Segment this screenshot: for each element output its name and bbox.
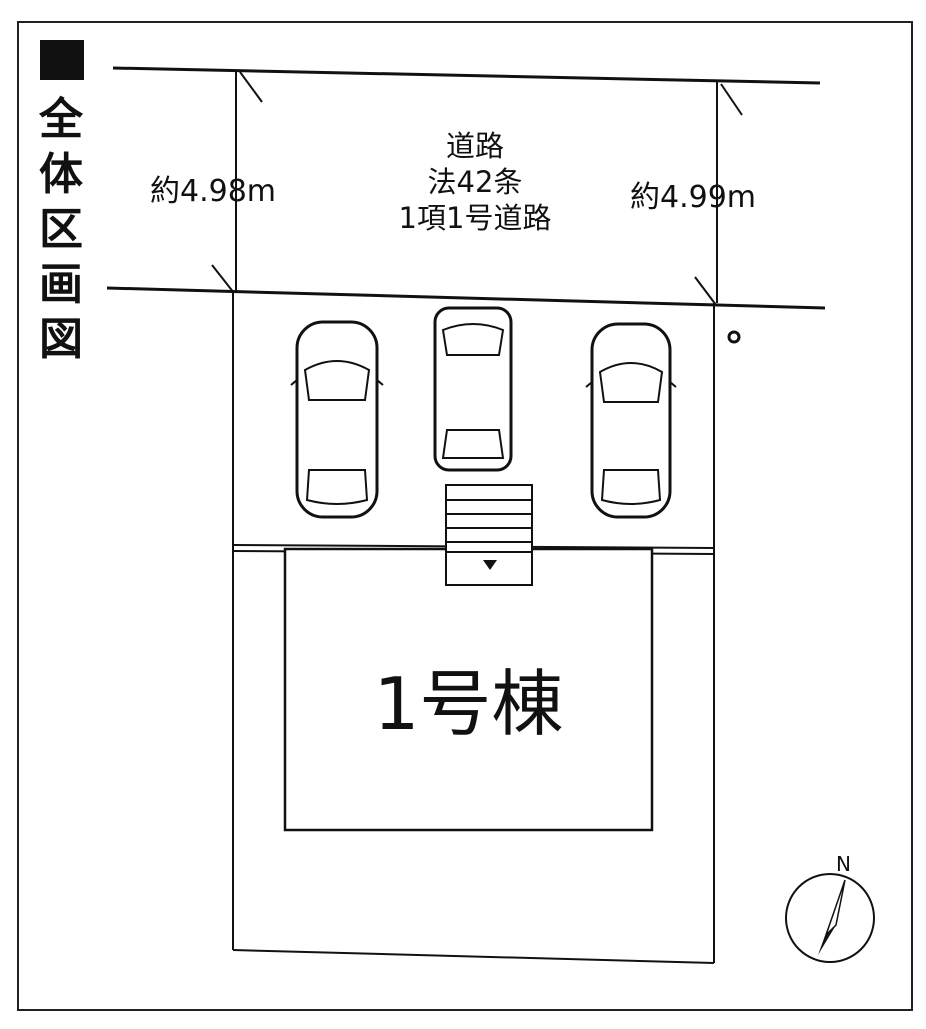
north-compass-icon	[785, 873, 875, 963]
dimension-line-right	[694, 82, 743, 306]
road-boundary-near	[106, 286, 826, 310]
road-label: 道路 法42条 1項1号道路	[360, 128, 590, 236]
car-icon-left	[290, 320, 384, 519]
dimension-right-label: 約4.99m	[630, 180, 757, 215]
road-label-line2: 法42条	[427, 165, 523, 199]
road-label-line1: 道路	[445, 129, 504, 163]
compass-north-label: N	[836, 852, 851, 876]
car-icon-right	[585, 322, 677, 519]
road-label-line3: 1項1号道路	[398, 201, 552, 235]
boundary-marker-icon	[727, 330, 741, 344]
building-label: 1号棟	[373, 662, 564, 746]
dimension-left-label: 約4.98m	[150, 174, 277, 209]
page-title: 全体区画図	[39, 94, 83, 365]
car-icon-middle	[433, 306, 513, 472]
road-boundary-far	[112, 66, 821, 85]
dimension-line-left	[211, 70, 263, 294]
entrance-steps	[445, 484, 533, 586]
frame-border	[17, 21, 913, 1011]
building-footprint	[283, 547, 654, 832]
title-marker-square	[40, 40, 84, 80]
entrance-arrow-icon	[483, 560, 497, 570]
